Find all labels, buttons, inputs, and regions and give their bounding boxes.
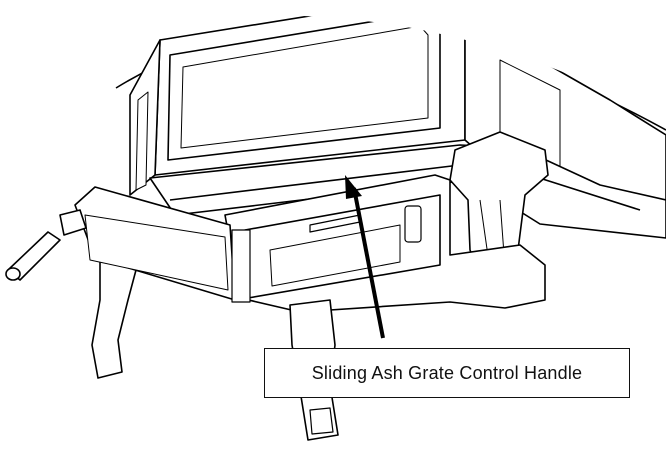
- callout-arrow: [345, 175, 385, 339]
- callout-label-box: Sliding Ash Grate Control Handle: [264, 348, 630, 398]
- side-handle: [5, 186, 251, 303]
- ash-pan-drawer: [224, 174, 546, 313]
- callout-label: Sliding Ash Grate Control Handle: [311, 362, 583, 383]
